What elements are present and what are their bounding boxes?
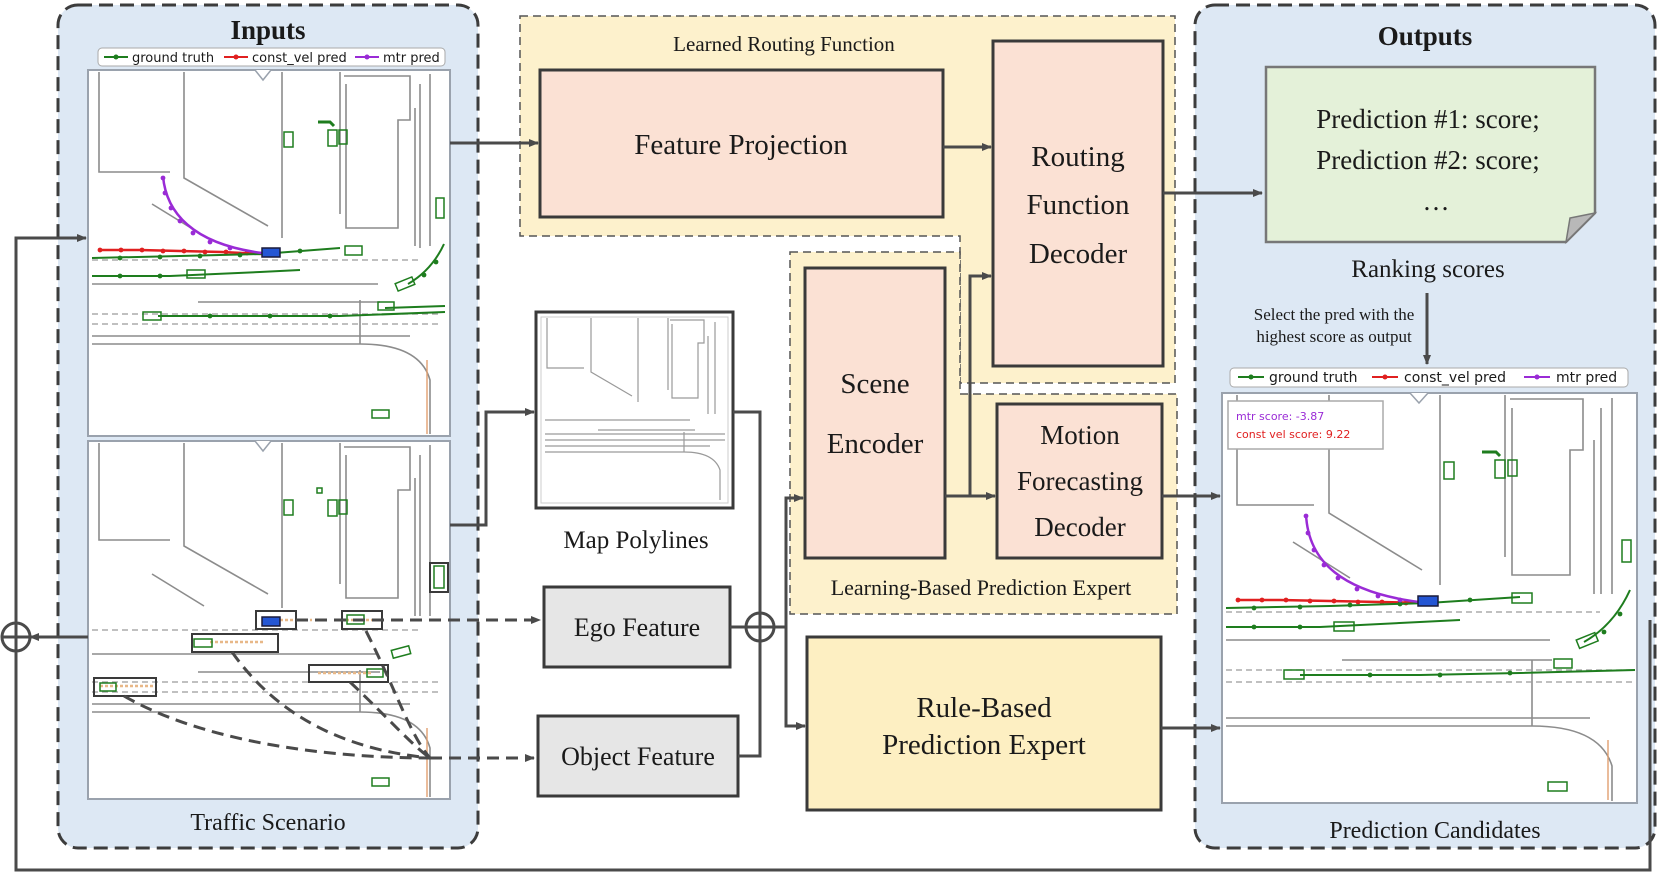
- routing-decoder-box: [991, 39, 1165, 368]
- map-caption: Map Polylines: [563, 527, 708, 554]
- ranking-note-line-3: …: [1423, 186, 1450, 216]
- score-const-vel: const vel score: 9.22: [1236, 428, 1350, 441]
- motion-decoder-line-2: Forecasting: [1017, 466, 1143, 496]
- motion-decoder-line-3: Decoder: [1034, 512, 1125, 542]
- scene-encoder-line-2: Encoder: [827, 428, 924, 460]
- prediction-candidates-image: mtr score: -3.87 const vel score: 9.22: [1221, 392, 1638, 804]
- traffic-scene-bottom: [87, 440, 451, 800]
- rule-expert-box: [805, 635, 1163, 812]
- arrow-merge-to-rule: [784, 627, 806, 730]
- inputs-legend-ground-truth: ground truth: [132, 51, 214, 66]
- outputs-title: Outputs: [1378, 21, 1473, 51]
- feature-projection-label: Feature Projection: [634, 129, 848, 161]
- outputs-legend: ground truth const_vel pred mtr pred: [1229, 367, 1629, 388]
- ego-feature-label: Ego Feature: [574, 613, 700, 642]
- line-object-to-merge: [738, 641, 762, 758]
- routing-title: Learned Routing Function: [673, 32, 895, 56]
- ranking-note-line-2: Prediction #2: score;: [1316, 145, 1539, 175]
- object-feature-label: Object Feature: [561, 742, 715, 771]
- motion-decoder-box: [995, 402, 1164, 560]
- routing-decoder-line-3: Decoder: [1029, 238, 1128, 270]
- inputs-legend: ground truth const_vel pred mtr pred: [97, 47, 446, 67]
- learning-expert-title: Learning-Based Prediction Expert: [831, 575, 1132, 600]
- curve-object-c: [230, 651, 431, 760]
- curve-object-b: [348, 680, 431, 760]
- traffic-scene-top: [87, 69, 451, 437]
- arrow-scene-to-map: [450, 408, 535, 527]
- line-feedback-loop: [14, 620, 1652, 872]
- score-box: [1227, 400, 1384, 450]
- inputs-title: Inputs: [230, 15, 305, 45]
- ranking-caption: Ranking scores: [1351, 256, 1504, 283]
- routing-decoder-line-2: Function: [1026, 189, 1130, 221]
- rule-expert-line-1: Rule-Based: [916, 692, 1052, 724]
- curve-object-a: [364, 630, 432, 759]
- ranking-note-line-1: Prediction #1: score;: [1316, 104, 1539, 134]
- sum-node-inputs: [0, 621, 32, 653]
- sum-node-features: [744, 611, 786, 643]
- scene-encoder-line-1: Scene: [840, 368, 909, 400]
- arrow-sum-to-scene: [14, 234, 87, 623]
- select-line-1: Select the pred with the: [1254, 305, 1415, 324]
- inputs-caption: Traffic Scenario: [190, 810, 345, 836]
- line-map-to-merge: [733, 410, 762, 627]
- scene-encoder-box: [803, 266, 947, 560]
- rule-expert-line-2: Prediction Expert: [882, 729, 1086, 761]
- curve-object-d: [123, 694, 431, 760]
- outputs-legend-ground-truth: ground truth: [1269, 370, 1357, 386]
- ranking-note-fold: [1564, 211, 1598, 245]
- score-mtr: mtr score: -3.87: [1236, 410, 1324, 423]
- feature-projection-box: [538, 68, 945, 219]
- arrow-merge-to-encoder: [784, 494, 804, 627]
- motion-decoder-line-1: Motion: [1040, 420, 1120, 450]
- routing-decoder-line-1: Routing: [1031, 141, 1124, 173]
- outputs-legend-mtr: mtr pred: [1556, 370, 1617, 386]
- inputs-legend-const-vel: const_vel pred: [252, 51, 347, 66]
- inputs-legend-mtr: mtr pred: [383, 51, 440, 66]
- arrow-encoder-to-decoder: [968, 272, 992, 496]
- select-line-2: highest score as output: [1256, 327, 1412, 346]
- map-polylines-image: [534, 310, 735, 510]
- outputs-caption: Prediction Candidates: [1329, 818, 1540, 844]
- outputs-legend-const-vel: const_vel pred: [1404, 370, 1506, 386]
